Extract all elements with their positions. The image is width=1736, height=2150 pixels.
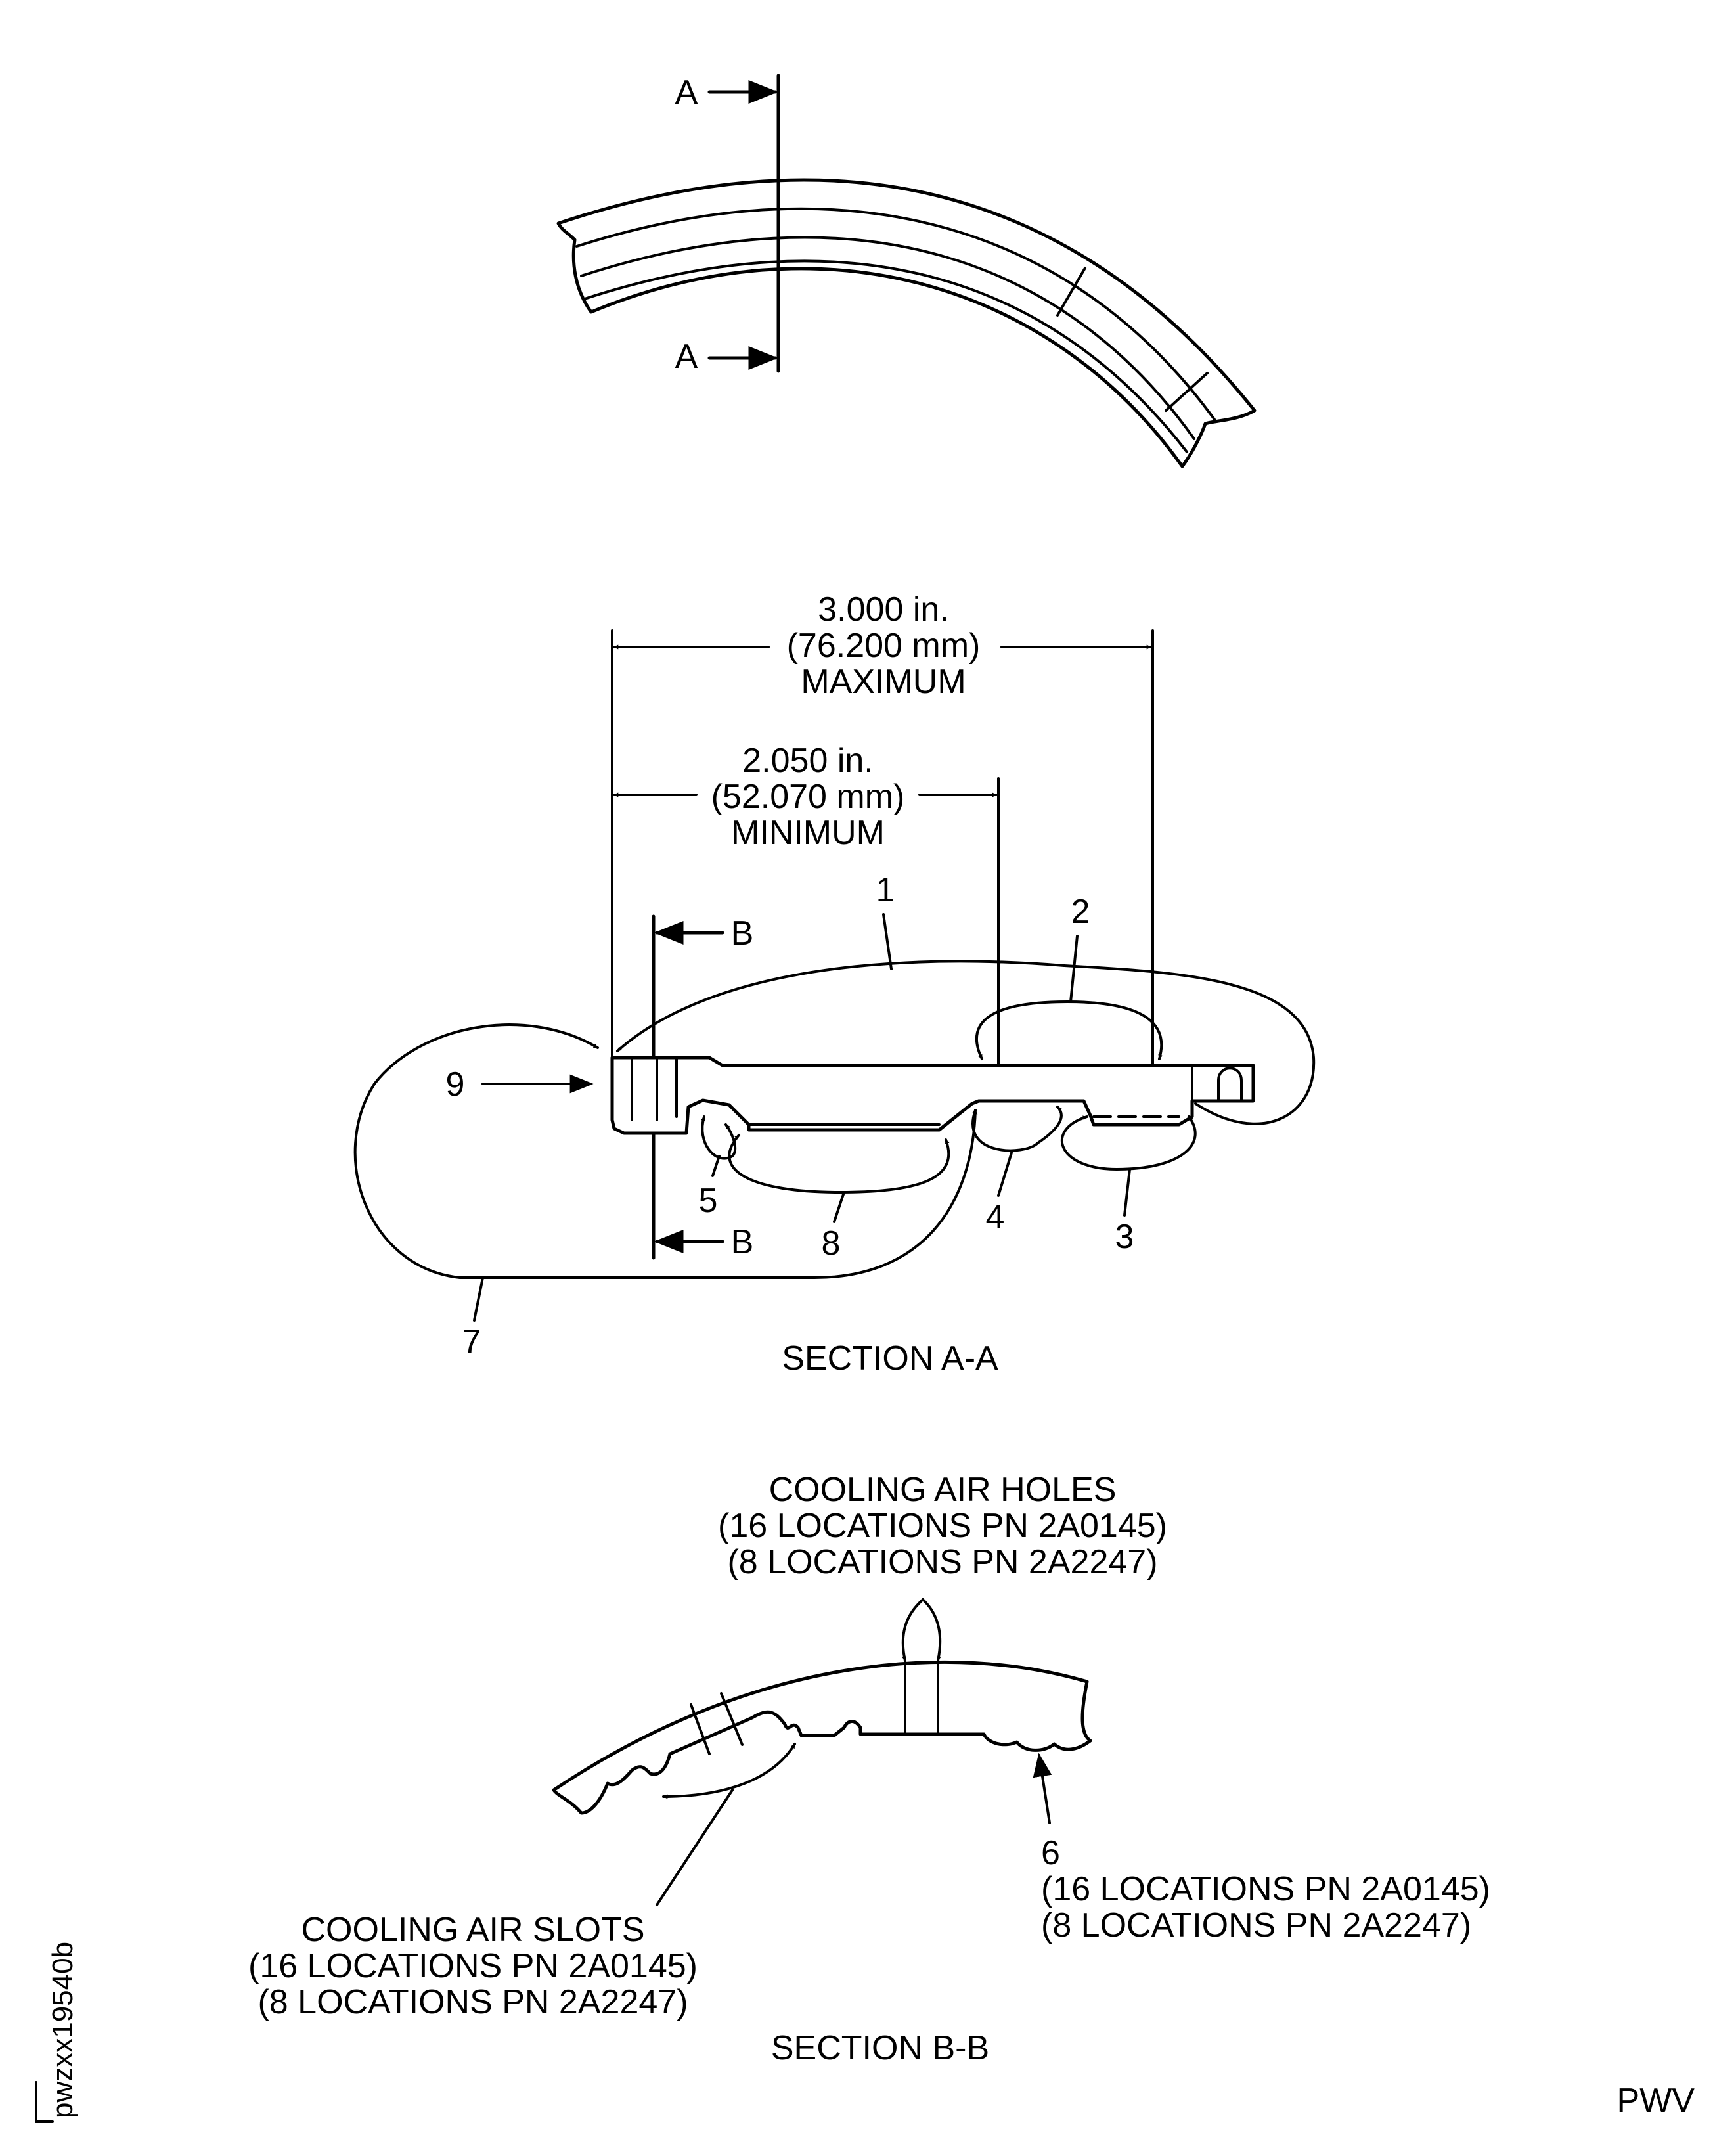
section-b-b-title: SECTION B-B bbox=[771, 2029, 989, 2067]
section-line-b: B B bbox=[652, 914, 754, 1261]
callout-3: 3 bbox=[1115, 1218, 1134, 1256]
dim-max-inches: 3.000 in. bbox=[818, 591, 949, 629]
item-6-line1: (16 LOCATIONS PN 2A0145) bbox=[1041, 1870, 1490, 1908]
section-a-a-title: SECTION A-A bbox=[782, 1339, 998, 1377]
dim-max-mm: (76.200 mm) bbox=[787, 627, 981, 665]
section-mark-b-bottom: B bbox=[731, 1223, 754, 1261]
holes-line2: (8 LOCATIONS PN 2A2247) bbox=[727, 1543, 1157, 1581]
section-mark-a-top: A bbox=[675, 74, 698, 112]
leader-item-3: 3 bbox=[1060, 1115, 1197, 1256]
callout-4: 4 bbox=[986, 1198, 1005, 1236]
section-mark-b-top: B bbox=[731, 914, 754, 952]
item-6-line2: (8 LOCATIONS PN 2A2247) bbox=[1041, 1906, 1471, 1944]
dimension-maximum: 3.000 in. (76.200 mm) MAXIMUM bbox=[613, 591, 1152, 701]
callout-7: 7 bbox=[462, 1323, 481, 1361]
dim-min-inches: 2.050 in. bbox=[742, 742, 874, 780]
holes-label: COOLING AIR HOLES (16 LOCATIONS PN 2A014… bbox=[718, 1471, 1167, 1662]
leader-item-8: 8 bbox=[728, 1134, 950, 1263]
section-a-a: 3.000 in. (76.200 mm) MAXIMUM 2.050 in. … bbox=[353, 591, 1316, 1377]
segment-cross-section bbox=[552, 1659, 1092, 1815]
dim-min-mm: (52.070 mm) bbox=[711, 778, 905, 816]
slots-line2: (8 LOCATIONS PN 2A2247) bbox=[257, 1983, 688, 2021]
leader-item-2: 2 bbox=[975, 893, 1163, 1060]
callout-5: 5 bbox=[699, 1182, 718, 1220]
callout-9: 9 bbox=[446, 1065, 465, 1104]
dim-max-note: MAXIMUM bbox=[801, 663, 966, 701]
callout-8: 8 bbox=[822, 1224, 841, 1263]
section-mark-a-bottom: A bbox=[675, 338, 698, 376]
slots-title: COOLING AIR SLOTS bbox=[301, 1911, 644, 1949]
callout-1: 1 bbox=[876, 871, 895, 909]
leader-item-1: 1 bbox=[616, 871, 1316, 1125]
footer-code: PWV bbox=[1617, 2082, 1695, 2120]
top-view: A A bbox=[556, 74, 1257, 468]
figure-id-text: pwzxx19540b bbox=[47, 1942, 79, 2118]
dim-min-note: MINIMUM bbox=[731, 814, 885, 852]
leader-item-4: 4 bbox=[971, 1106, 1063, 1236]
seal-cross-section bbox=[610, 1056, 1255, 1135]
holes-line1: (16 LOCATIONS PN 2A0145) bbox=[718, 1507, 1167, 1545]
figure-id: pwzxx19540b bbox=[35, 1942, 79, 2123]
ring-segment bbox=[556, 178, 1257, 468]
leader-item-7: 7 bbox=[353, 1023, 978, 1361]
slots-label: COOLING AIR SLOTS (16 LOCATIONS PN 2A014… bbox=[248, 1743, 796, 2021]
dimension-minimum: 2.050 in. (52.070 mm) MINIMUM bbox=[613, 742, 998, 852]
callout-6: 6 bbox=[1041, 1834, 1060, 1872]
section-line-a: A A bbox=[675, 74, 780, 376]
item-6-label: 6 (16 LOCATIONS PN 2A0145) (8 LOCATIONS … bbox=[1033, 1753, 1490, 1944]
leader-item-5: 5 bbox=[699, 1115, 737, 1220]
section-b-b: COOLING AIR HOLES (16 LOCATIONS PN 2A014… bbox=[248, 1471, 1490, 2067]
holes-title: COOLING AIR HOLES bbox=[769, 1471, 1117, 1509]
slots-line1: (16 LOCATIONS PN 2A0145) bbox=[248, 1947, 698, 1985]
leader-item-9: 9 bbox=[446, 1065, 594, 1104]
callout-2: 2 bbox=[1071, 893, 1090, 931]
